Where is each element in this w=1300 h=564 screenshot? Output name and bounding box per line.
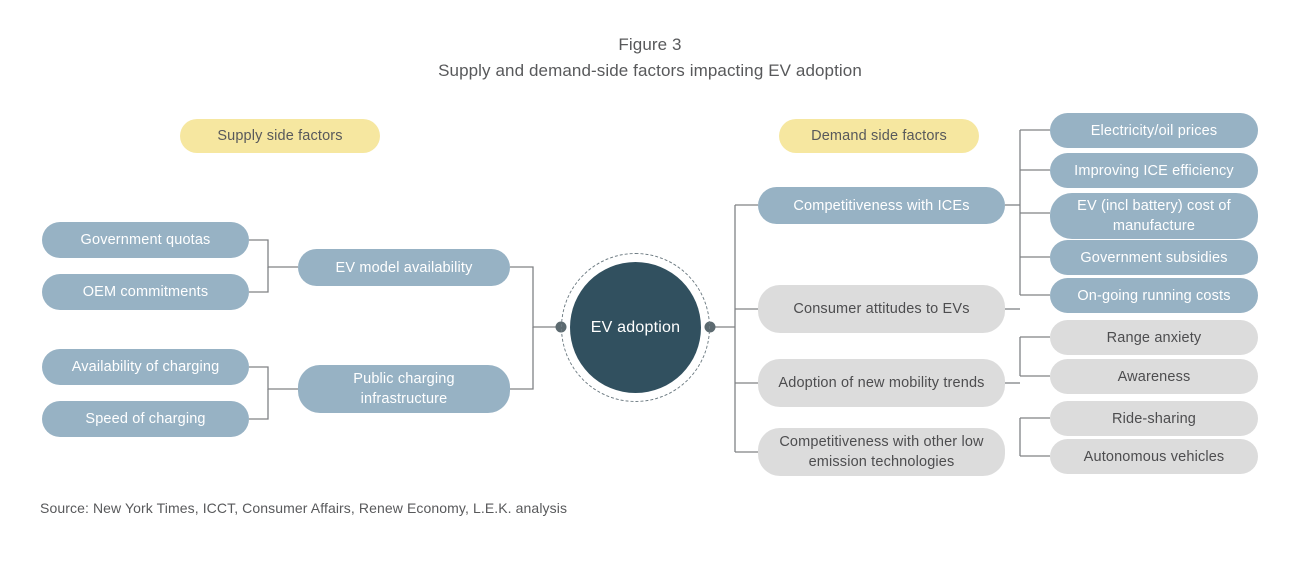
supply-leaf-availability-of-charging[interactable]: Availability of charging (42, 349, 249, 385)
figure-number: Figure 3 (618, 35, 682, 54)
supply-branch-ev-model-availability[interactable]: EV model availability (298, 249, 510, 286)
node-label: EV (incl battery) cost of manufacture (1077, 198, 1231, 234)
node-label: Adoption of new mobility trends (778, 375, 985, 391)
node-label: Range anxiety (1106, 329, 1202, 346)
supply-leaf-government-quotas[interactable]: Government quotas (42, 222, 249, 258)
demand-branch-consumer-attitudes-to-evs[interactable]: Consumer attitudes to EVs (758, 285, 1005, 333)
hub-ev-adoption[interactable]: EV adoption (570, 262, 701, 393)
supply-leaf-speed-of-charging[interactable]: Speed of charging (42, 401, 249, 437)
demand-branch-competitiveness-low-emission[interactable]: Competitiveness with other low emission … (758, 428, 1005, 476)
node-label: Autonomous vehicles (1083, 448, 1225, 465)
demand-leaf-improving-ice-efficiency[interactable]: Improving ICE efficiency (1050, 153, 1258, 188)
figure-title: Supply and demand-side factors impacting… (438, 61, 862, 80)
demand-leaf-on-going-running-costs[interactable]: On-going running costs (1050, 278, 1258, 313)
supply-branch-public-charging-infrastructure[interactable]: Public charging infrastructure (298, 365, 510, 413)
demand-branch-competitiveness-with-ices[interactable]: Competitiveness with ICEs (758, 187, 1005, 224)
node-label: Consumer attitudes to EVs (793, 301, 970, 317)
node-label: Competitiveness with other low emission … (779, 434, 984, 470)
demand-leaf-government-subsidies[interactable]: Government subsidies (1050, 240, 1258, 275)
figure-header: Figure 3 Supply and demand-side factors … (0, 32, 1300, 84)
node-label: Ride-sharing (1111, 410, 1196, 427)
node-label: Government quotas (80, 232, 211, 248)
node-label: On-going running costs (1077, 287, 1231, 304)
source-note: Source: New York Times, ICCT, Consumer A… (40, 500, 568, 516)
demand-side-header-label: Demand side factors (811, 128, 947, 144)
supply-side-header-label: Supply side factors (217, 128, 343, 144)
hub-dashed-ring (561, 253, 710, 402)
demand-leaf-ride-sharing[interactable]: Ride-sharing (1050, 401, 1258, 436)
node-label: Speed of charging (85, 411, 206, 427)
node-label: Public charging infrastructure (353, 371, 455, 407)
demand-leaf-awareness[interactable]: Awareness (1050, 359, 1258, 394)
demand-leaf-electricity-oil-prices[interactable]: Electricity/oil prices (1050, 113, 1258, 148)
hub-label: EV adoption (590, 318, 681, 336)
node-label: Competitiveness with ICEs (793, 197, 970, 214)
demand-leaf-autonomous-vehicles[interactable]: Autonomous vehicles (1050, 439, 1258, 474)
node-label: EV model availability (335, 259, 473, 276)
demand-side-header: Demand side factors (779, 119, 979, 153)
node-label: Availability of charging (71, 359, 220, 375)
demand-leaf-ev-cost-of-manufacture[interactable]: EV (incl battery) cost of manufacture (1050, 193, 1258, 239)
demand-branch-adoption-of-new-mobility-trends[interactable]: Adoption of new mobility trends (758, 359, 1005, 407)
supply-side-header: Supply side factors (180, 119, 380, 153)
node-label: OEM commitments (82, 284, 209, 300)
node-label: Awareness (1117, 368, 1191, 385)
node-label: Improving ICE efficiency (1074, 162, 1234, 179)
node-label: Electricity/oil prices (1090, 122, 1218, 139)
demand-leaf-range-anxiety[interactable]: Range anxiety (1050, 320, 1258, 355)
node-label: Government subsidies (1080, 249, 1228, 266)
supply-leaf-oem-commitments[interactable]: OEM commitments (42, 274, 249, 310)
